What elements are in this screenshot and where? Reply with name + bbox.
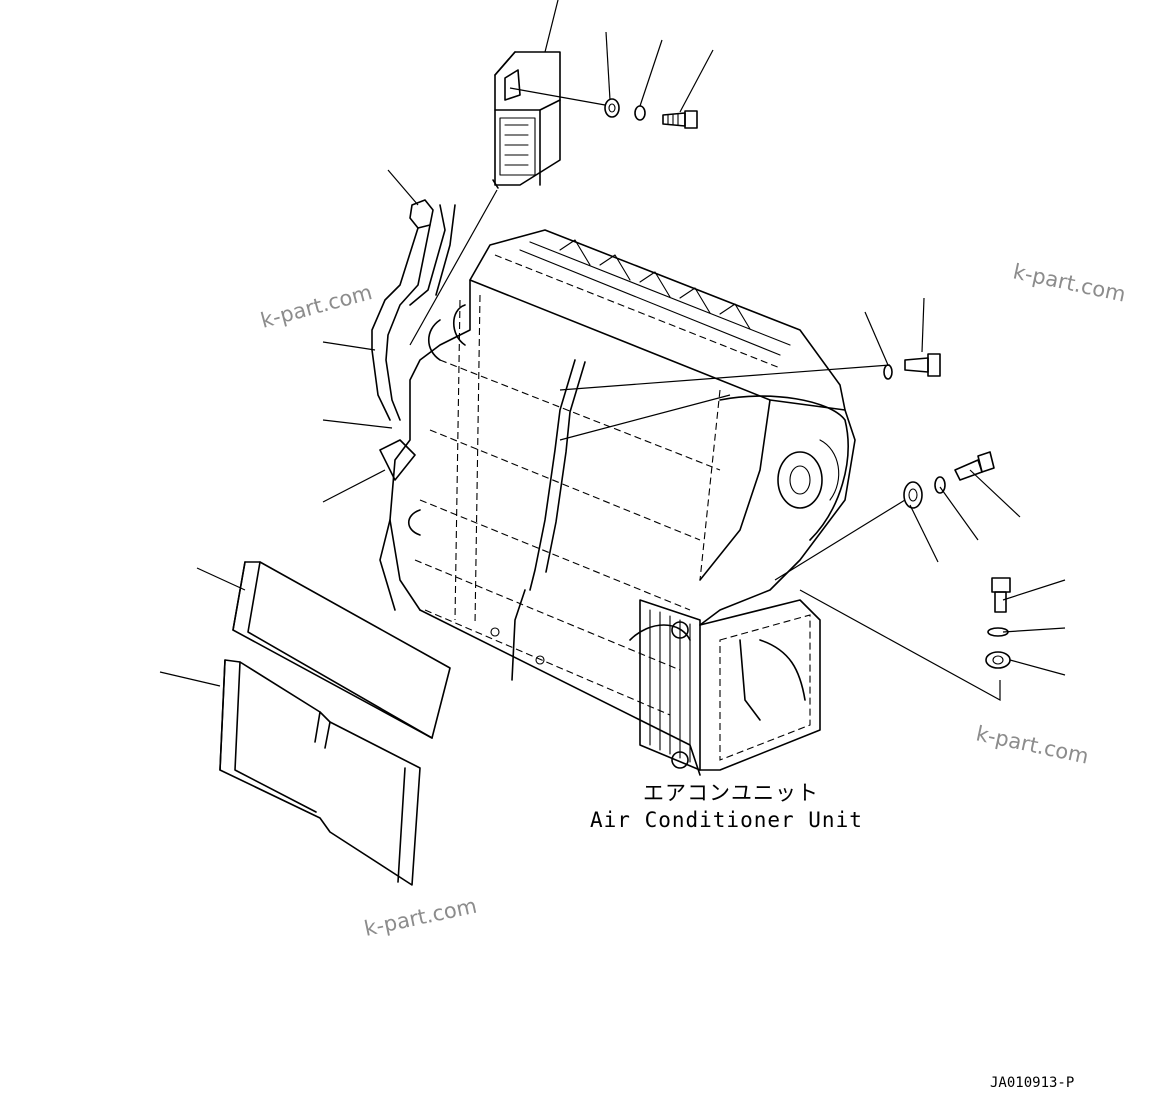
nut-top xyxy=(604,98,620,118)
air-conditioner-unit xyxy=(379,229,856,776)
temperature-sensor xyxy=(371,199,456,421)
bolt-right xyxy=(954,451,995,481)
caption-english: Air Conditioner Unit xyxy=(590,808,863,832)
washer-right xyxy=(934,476,946,494)
drawing-code: JA010913-P xyxy=(990,1075,1074,1091)
washer-top xyxy=(634,105,646,121)
controller-box xyxy=(492,51,561,189)
air-filter-upper xyxy=(232,561,451,739)
washer-right-upper xyxy=(883,364,893,380)
bushing-right xyxy=(903,481,923,509)
bolt-top xyxy=(662,110,698,129)
washer-lower-right xyxy=(987,627,1009,637)
watermark: k-part.com xyxy=(362,894,479,941)
bolt-lower-right xyxy=(991,577,1011,613)
bolt-right-upper xyxy=(904,353,941,377)
caption-japanese: エアコンユニット xyxy=(643,781,819,805)
bushing-lower-right xyxy=(985,651,1011,669)
watermark: k-part.com xyxy=(1011,259,1128,306)
air-filter-lower xyxy=(219,659,421,886)
watermark: k-part.com xyxy=(974,721,1091,768)
watermark: k-part.com xyxy=(258,280,375,333)
